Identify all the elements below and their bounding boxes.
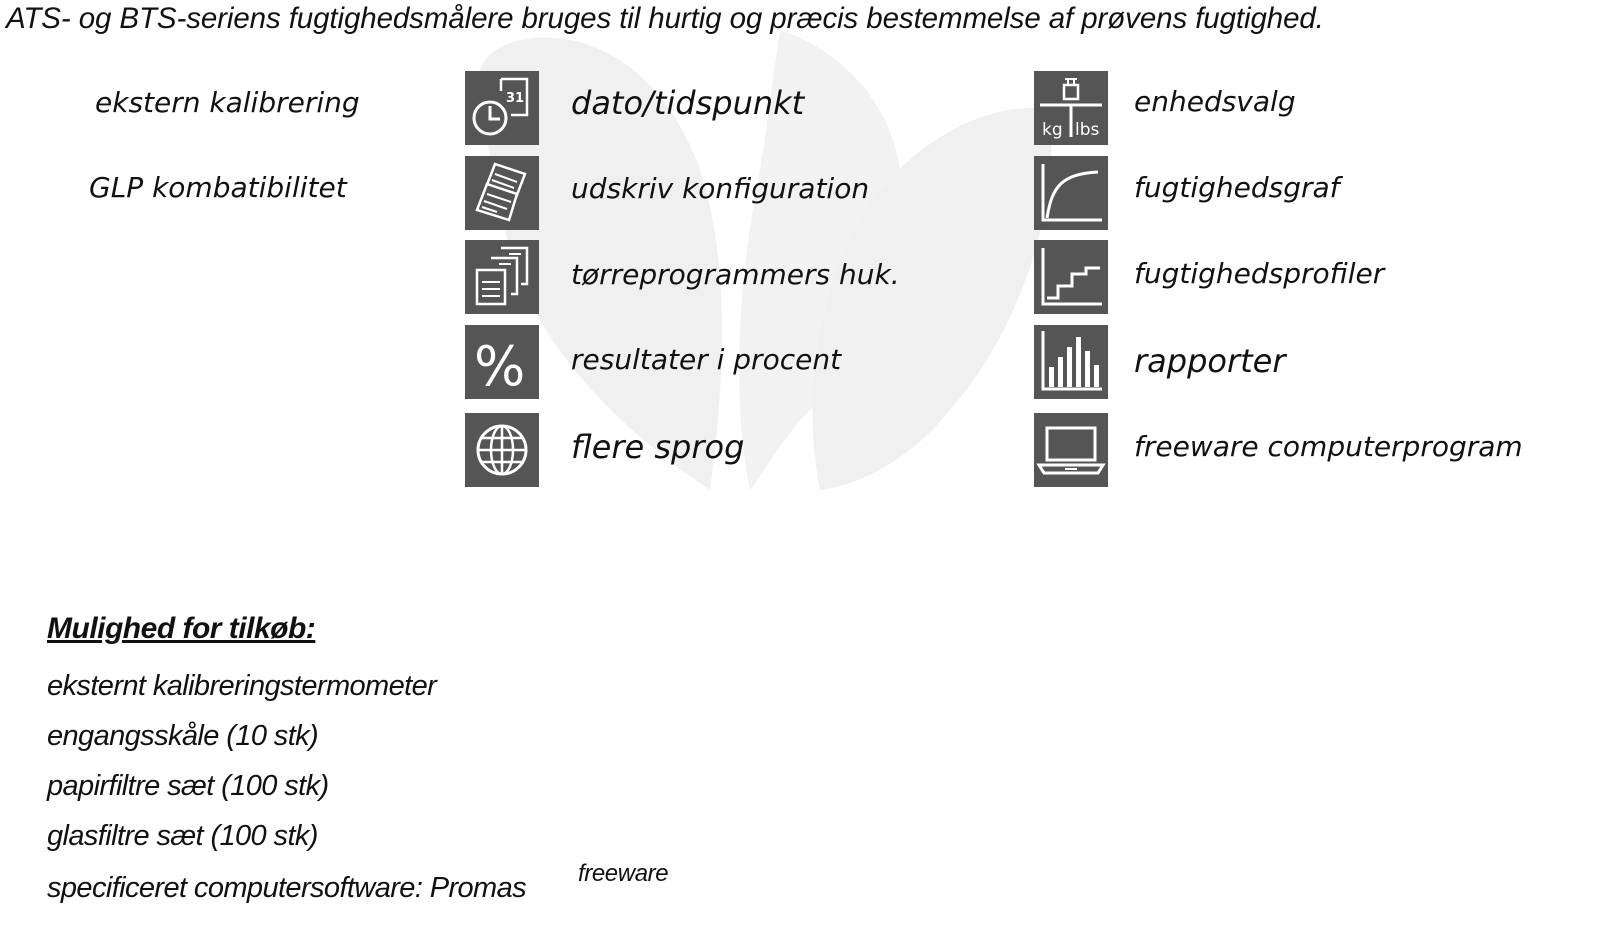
feature-reports: rapporter (1134, 342, 1286, 380)
feature-print-configuration: udskriv konfiguration (571, 172, 870, 205)
feature-moisture-graph: fugtighedsgraf (1134, 171, 1340, 204)
feature-external-calibration: ekstern kalibrering (95, 86, 360, 119)
feature-unit-selection: enhedsvalg (1134, 85, 1296, 118)
svg-text:%: % (474, 335, 525, 398)
optional-purchase-heading: Mulighed for tilkøb: (47, 612, 316, 645)
freeware-superscript: freeware (578, 860, 669, 887)
feature-results-percent: resultater i procent (571, 343, 842, 376)
feature-glp-compatibility: GLP kombatibilitet (89, 171, 347, 204)
feature-drying-program-memory: tørreprogrammers huk. (571, 258, 900, 291)
unit-label-kg: kg (1042, 120, 1063, 140)
step-profile-icon (1034, 240, 1108, 314)
feature-moisture-profiles: fugtighedsprofiler (1134, 257, 1385, 290)
purchase-item: engangsskåle (10 stk) (47, 720, 319, 752)
drying-curve-icon (1034, 156, 1108, 230)
calendar-clock-icon: 31 (465, 71, 539, 145)
purchase-item: papirfiltre sæt (100 stk) (47, 770, 329, 802)
stacked-documents-icon (465, 240, 539, 314)
calendar-day-number: 31 (506, 91, 524, 106)
purchase-item: specificeret computersoftware: Promas (47, 872, 527, 904)
feature-freeware-software: freeware computerprogram (1134, 430, 1523, 463)
weight-kg-lbs-icon: kg lbs (1034, 71, 1108, 145)
unit-label-lbs: lbs (1075, 120, 1100, 140)
bar-chart-icon (1034, 325, 1108, 399)
feature-date-time: dato/tidspunkt (571, 84, 805, 122)
printout-icon (465, 156, 539, 230)
purchase-item: eksternt kalibreringstermometer (47, 670, 437, 702)
laptop-icon (1034, 413, 1108, 487)
feature-multiple-languages: flere sprog (571, 428, 745, 466)
globe-icon (465, 413, 539, 487)
percent-icon: % (465, 325, 539, 399)
headline: ATS- og BTS-seriens fugtighedsmålere bru… (6, 2, 1324, 35)
purchase-item: glasfiltre sæt (100 stk) (47, 820, 318, 852)
